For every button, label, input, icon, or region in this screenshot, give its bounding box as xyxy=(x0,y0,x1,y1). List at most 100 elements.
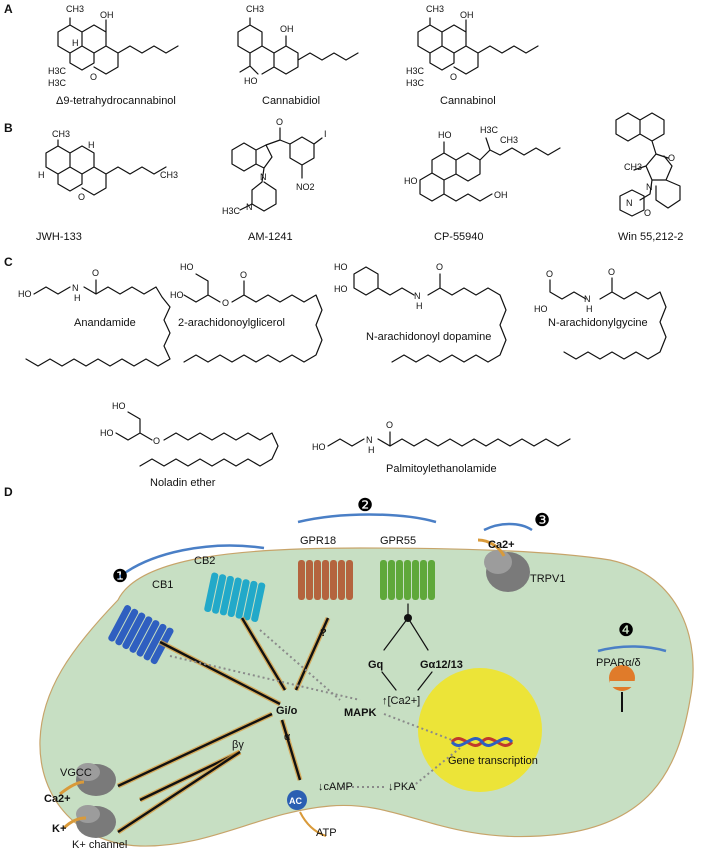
ppar-ligand xyxy=(609,665,636,712)
anandamide-atom-3: H xyxy=(74,293,81,303)
anandamide-atom-1: HO xyxy=(18,289,32,299)
cell-body xyxy=(39,547,694,847)
win-atom-3: O xyxy=(644,208,651,218)
win-structure: O N O CH3 N Win 55,212-2 xyxy=(615,112,683,243)
camp-label: ↓cAMP xyxy=(318,781,353,793)
thc-atom-4: H3C xyxy=(48,66,67,76)
thc-atom-5: H3C xyxy=(48,78,67,88)
bracket-3 xyxy=(483,522,533,532)
nada-atom-2: HO xyxy=(334,284,348,294)
pka-label: ↓PKA xyxy=(388,781,416,793)
cbd-structure: CH3 OH HO Cannabidiol xyxy=(237,4,359,107)
dna-icon xyxy=(450,737,514,747)
jwh-atom-5: CH3 xyxy=(160,170,178,180)
gq-label: Gq xyxy=(368,659,383,671)
jwh-atom-4: H xyxy=(88,140,95,150)
gpr55-receptor xyxy=(380,560,435,600)
anandamide-atom-4: O xyxy=(92,268,99,278)
nagly-atom-2: HO xyxy=(534,304,548,314)
cbn-atom-3: H3C xyxy=(406,66,425,76)
k-channel xyxy=(62,805,116,838)
nagly-atom-1: O xyxy=(546,269,553,279)
thc-label: Δ9-tetrahydrocannabinol xyxy=(56,95,176,107)
win-atom-2: N xyxy=(626,198,633,208)
bracket-4 xyxy=(597,645,667,653)
cbn-atom-4: H3C xyxy=(406,78,425,88)
jwh-atom-1: CH3 xyxy=(52,129,70,139)
panel-label-a: A xyxy=(4,2,13,16)
am-atom-3: N xyxy=(260,172,267,182)
cbd-atom-1: CH3 xyxy=(246,4,264,14)
pea-atom-1: HO xyxy=(312,442,326,452)
am-atom-2: I xyxy=(324,129,327,139)
pea-atom-3: H xyxy=(368,445,375,455)
pea-atom-2: N xyxy=(366,435,373,445)
jwh-structure: CH3 O H H CH3 JWH-133 xyxy=(36,129,178,243)
cb2-label: CB2 xyxy=(194,555,215,567)
ag2-atom-1: HO xyxy=(180,262,194,272)
cp-atom-1: HO xyxy=(438,130,452,140)
win-atom-4: CH3 xyxy=(624,162,642,172)
marker-3: ❸ xyxy=(534,510,550,530)
nagly-structure: O HO N H O N-arachidonylgycine xyxy=(534,267,667,360)
am-label: AM-1241 xyxy=(248,231,293,243)
cp-structure: HO H3C CH3 HO OH CP-55940 xyxy=(404,125,561,243)
pea-atom-4: O xyxy=(386,420,393,430)
bracket-2 xyxy=(297,513,437,524)
trpv1-channel xyxy=(477,538,530,592)
cbn-structure: CH3 OH H3C H3C O Cannabinol xyxy=(406,4,539,107)
win-atom-5: N xyxy=(646,182,653,192)
k-ion-label: K+ xyxy=(52,823,66,835)
jwh-atom-3: H xyxy=(38,170,45,180)
panel-label-b: B xyxy=(4,121,13,135)
cbd-label: Cannabidiol xyxy=(262,95,320,107)
noladin-atom-2: HO xyxy=(100,428,114,438)
cp-atom-3: CH3 xyxy=(500,135,518,145)
cbd-atom-2: OH xyxy=(280,24,294,34)
cbn-atom-1: CH3 xyxy=(426,4,444,14)
nada-atom-5: O xyxy=(436,262,443,272)
win-atom-1: O xyxy=(668,153,675,163)
cb2-receptor xyxy=(204,572,266,623)
gpr18-label: GPR18 xyxy=(300,535,336,547)
nucleus xyxy=(418,668,542,792)
anandamide-label: Anandamide xyxy=(74,317,136,329)
panel-label-c: C xyxy=(4,255,13,269)
trpv1-ca-label: Ca2+ xyxy=(488,539,515,551)
am-atom-6: NO2 xyxy=(296,182,315,192)
g1213-label: Gα12/13 xyxy=(420,659,463,671)
ca-ion-label: Ca2+ xyxy=(44,793,71,805)
marker-1: ❶ xyxy=(112,566,128,586)
noladin-atom-1: HO xyxy=(112,401,126,411)
g-arrows xyxy=(381,671,433,691)
ppar-label: PPARα/δ xyxy=(596,657,641,669)
ag2-label: 2-arachidonoylglicerol xyxy=(178,317,285,329)
nada-label: N-arachidonoyl dopamine xyxy=(366,331,491,343)
nagly-atom-3: N xyxy=(584,294,591,304)
thc-atom-3: H xyxy=(72,38,79,48)
noladin-label: Noladin ether xyxy=(150,477,216,489)
marker-4: ❹ xyxy=(618,620,634,640)
nada-atom-1: HO xyxy=(334,262,348,272)
beta-gamma-label: βγ xyxy=(232,739,244,751)
cp-label: CP-55940 xyxy=(434,231,484,243)
cbd-atom-3: HO xyxy=(244,76,258,86)
cbn-atom-2: OH xyxy=(460,10,474,20)
vgcc-channel xyxy=(59,763,116,796)
mapk-route-3 xyxy=(383,713,453,741)
pea-label: Palmitoylethanolamide xyxy=(386,463,497,475)
ag2-structure: HO HO O O 2-arachidonoylglicerol xyxy=(170,262,323,363)
gio-links xyxy=(116,616,331,835)
trpv1-label: TRPV1 xyxy=(530,573,565,585)
atp-label: ATP xyxy=(316,827,337,839)
mapk-label: MAPK xyxy=(344,707,376,719)
k-channel-label: K+ channel xyxy=(72,839,127,851)
cp-atom-2: H3C xyxy=(480,125,499,135)
ac-label: AC xyxy=(289,796,302,806)
win-label: Win 55,212-2 xyxy=(618,231,683,243)
gpr55-label: GPR55 xyxy=(380,535,416,547)
nagly-label: N-arachidonylgycine xyxy=(548,317,648,329)
ca-rise-label: ↑[Ca2+] xyxy=(382,695,420,707)
anandamide-atom-2: N xyxy=(72,283,79,293)
